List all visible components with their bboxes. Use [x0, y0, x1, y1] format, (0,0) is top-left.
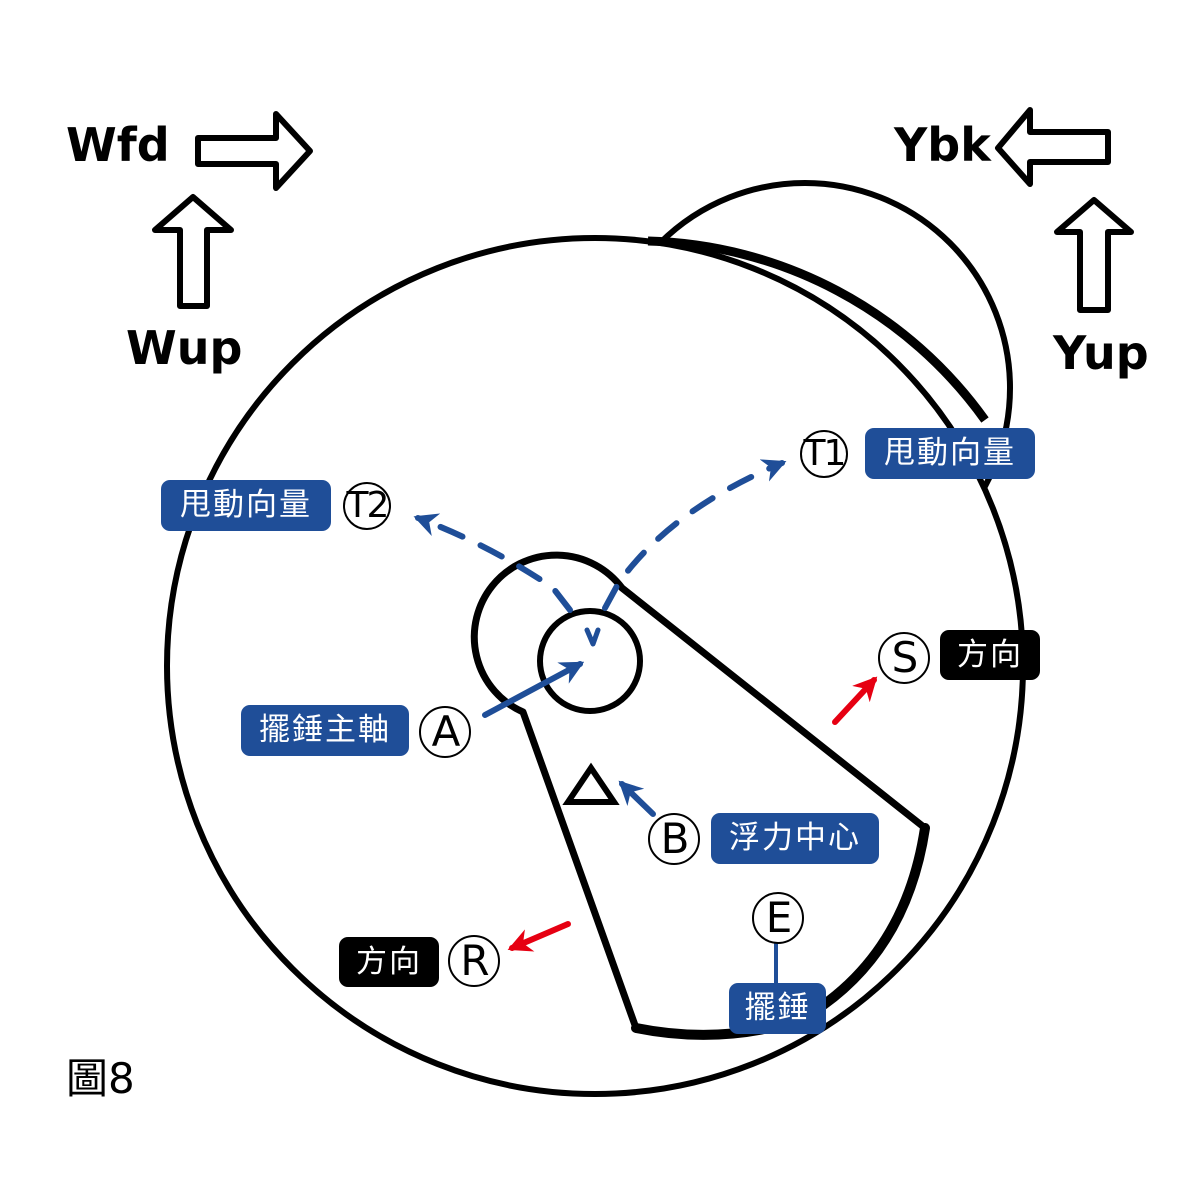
marker-b: B [648, 813, 700, 865]
pointer-b-arrow [618, 780, 656, 817]
yup-label: Yup [1053, 326, 1149, 380]
buoyancy-center-triangle-icon [562, 762, 620, 805]
direction-r-arrow [507, 921, 571, 952]
swing-vector-t1-path [602, 459, 787, 611]
ybk-label: Ybk [894, 118, 991, 172]
tag-a-pendulum-axis: 擺錘主軸 [241, 705, 409, 756]
arrow-wfd-icon [195, 111, 313, 191]
wfd-label: Wfd [66, 118, 170, 172]
marker-a: A [419, 706, 471, 758]
wup-label: Wup [126, 321, 243, 375]
tag-t1-swing-vector: 甩動向量 [865, 428, 1035, 479]
tag-t2-swing-vector: 甩動向量 [161, 480, 331, 531]
pivot-chevron-icon [584, 627, 601, 647]
direction-s-arrow [832, 676, 878, 725]
tag-b-buoyancy-center: 浮力中心 [711, 813, 879, 864]
arrow-ybk-icon [995, 107, 1111, 187]
marker-s: S [878, 632, 930, 684]
tag-r-direction: 方向 [339, 937, 439, 987]
pivot-circle [537, 608, 643, 714]
marker-t1: T1 [800, 430, 848, 478]
figure-caption: 圖8 [66, 1054, 135, 1103]
arrow-wup-icon [152, 194, 234, 309]
tag-e-pendulum: 擺錘 [729, 983, 826, 1034]
hull-thick-arc [647, 236, 989, 423]
marker-r: R [448, 935, 500, 987]
pointer-a-arrow [482, 661, 585, 718]
marker-t2: T2 [343, 482, 391, 530]
swing-vector-t2-path [413, 513, 573, 613]
arrow-yup-icon [1054, 197, 1134, 313]
tag-s-direction: 方向 [940, 630, 1040, 680]
marker-e: E [752, 892, 804, 944]
